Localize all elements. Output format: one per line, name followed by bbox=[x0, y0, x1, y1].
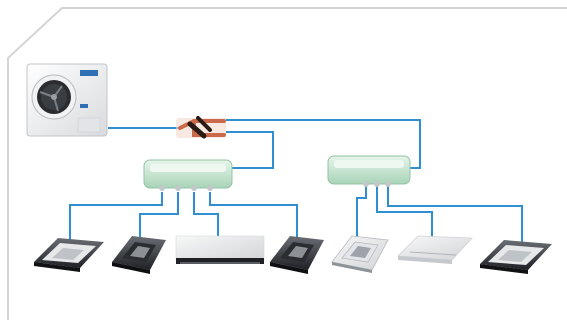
outdoor-unit bbox=[27, 64, 107, 136]
branch-box-left bbox=[144, 160, 232, 191]
outdoor-unit-logo bbox=[80, 70, 98, 76]
indoor-unit-4 bbox=[270, 236, 324, 274]
refrigerant-pipes bbox=[70, 120, 522, 243]
refnet-joint bbox=[176, 118, 226, 138]
indoor-unit-5 bbox=[332, 236, 388, 273]
indoor-unit-2 bbox=[112, 236, 166, 274]
indoor-unit-7 bbox=[480, 240, 552, 274]
frame-border bbox=[8, 8, 567, 320]
indoor-unit-3 bbox=[176, 236, 264, 264]
branch-box-right bbox=[328, 156, 410, 187]
indoor-unit-6 bbox=[398, 236, 472, 264]
indoor-unit-1 bbox=[34, 238, 104, 272]
